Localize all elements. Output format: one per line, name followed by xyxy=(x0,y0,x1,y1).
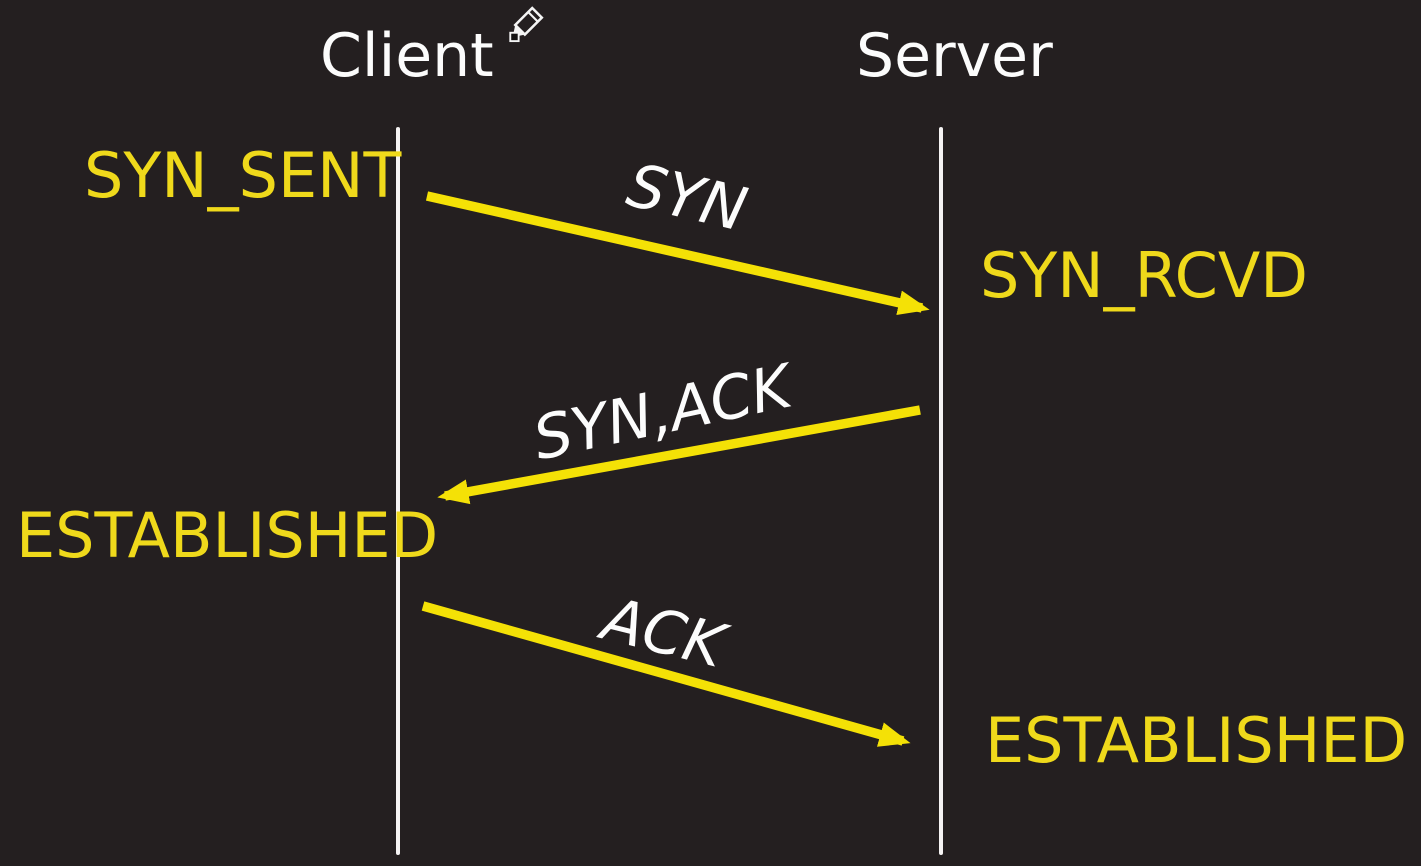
pencil-cursor-icon xyxy=(509,6,544,43)
state-label-established-client: ESTABLISHED xyxy=(16,499,439,572)
syn-arrow xyxy=(425,191,930,316)
client-lifeline xyxy=(396,127,400,855)
state-label-established-server: ESTABLISHED xyxy=(985,704,1408,777)
ack-arrow xyxy=(421,601,911,747)
state-label-syn-rcvd: SYN_RCVD xyxy=(980,239,1309,312)
server-lifeline xyxy=(939,127,943,855)
syn-ack-arrow xyxy=(437,405,921,505)
actor-label-server: Server xyxy=(856,21,1053,91)
state-label-syn-sent: SYN_SENT xyxy=(84,139,402,212)
actor-label-client: Client xyxy=(320,21,494,91)
